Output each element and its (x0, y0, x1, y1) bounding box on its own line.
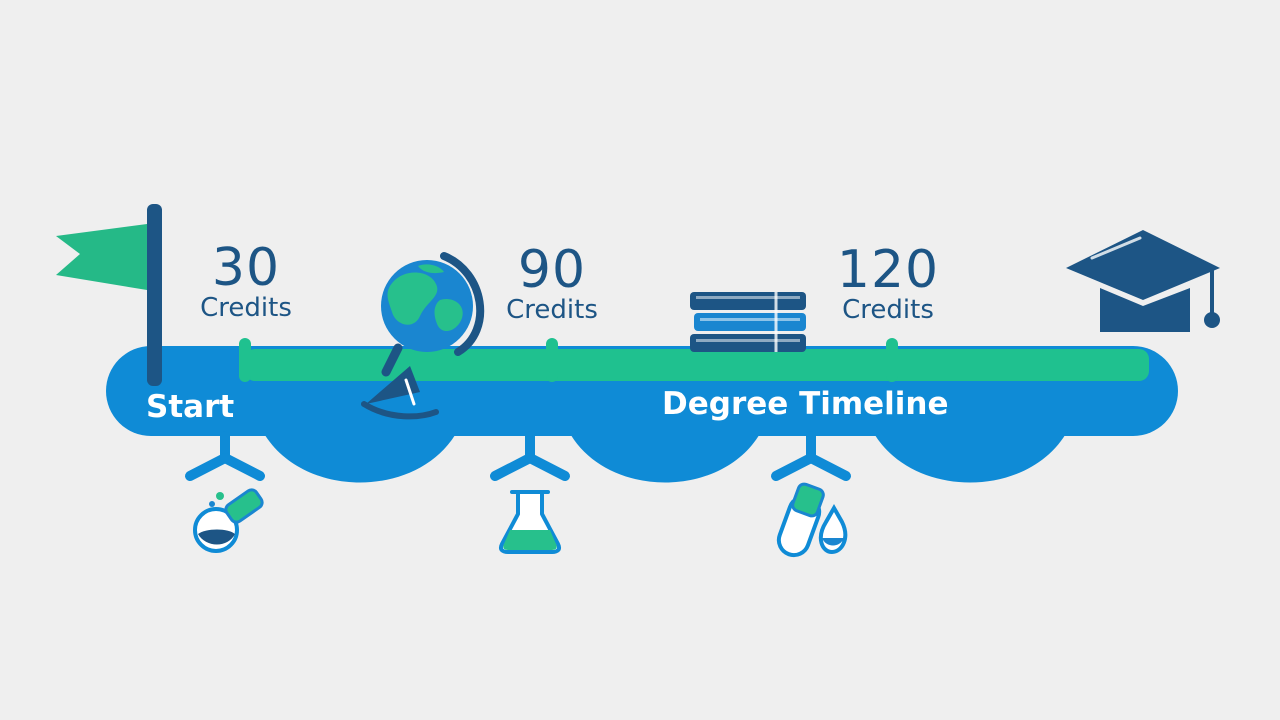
connector-fork-1 (185, 431, 265, 481)
connector-forks (185, 431, 851, 481)
graduation-cap-icon (1066, 230, 1220, 332)
globe-icon (361, 252, 485, 420)
milestone-tick-1 (239, 338, 251, 382)
start-label: Start (146, 389, 235, 425)
timeline-title: Degree Timeline (662, 386, 949, 422)
potion-flask-icon (193, 488, 264, 553)
milestone-2-number: 90 (517, 240, 587, 300)
milestone-ticks (239, 338, 898, 382)
connector-fork-2 (490, 431, 570, 481)
progress-strip (245, 349, 1149, 381)
timeline-scallop-2 (568, 430, 762, 483)
milestone-1-number: 30 (211, 238, 281, 298)
milestone-1-unit: Credits (200, 293, 292, 323)
milestone-3-number: 120 (836, 240, 940, 300)
milestone-2-unit: Credits (506, 295, 598, 325)
erlenmeyer-flask-icon (498, 490, 562, 554)
timeline-scallop-1 (262, 430, 458, 483)
milestone-3-unit: Credits (842, 295, 934, 325)
timeline-scallop-3 (872, 430, 1068, 483)
milestone-tick-2 (546, 338, 558, 382)
connector-fork-3 (771, 431, 851, 481)
milestone-tick-3 (886, 338, 898, 382)
books-icon (690, 292, 806, 352)
test-tubes-icon (776, 482, 848, 558)
flag-icon (56, 204, 162, 386)
